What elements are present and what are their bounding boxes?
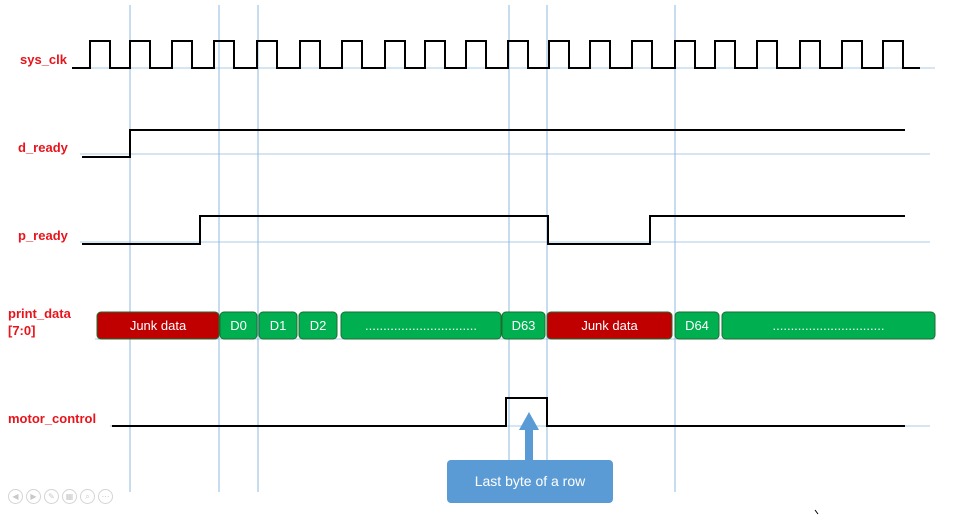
- slides-icon[interactable]: ▦: [62, 489, 77, 504]
- data-segment-label: Junk data: [581, 318, 638, 333]
- data-segment: [298, 311, 338, 340]
- pen-icon[interactable]: ✎: [44, 489, 59, 504]
- data-segment-label: Junk data: [130, 318, 187, 333]
- last-byte-callout: Last byte of a row: [447, 412, 613, 503]
- data-segment-label: D0: [230, 318, 247, 333]
- data-segment: [340, 311, 502, 340]
- data-segment: [501, 311, 546, 340]
- zoom-icon[interactable]: ⌕: [80, 489, 95, 504]
- data-segment-label: D2: [310, 318, 327, 333]
- next-icon[interactable]: ▶: [26, 489, 41, 504]
- data-segment: [258, 311, 298, 340]
- p-ready-waveform: [82, 215, 905, 245]
- label-sys-clk: sys_clk: [20, 52, 68, 67]
- data-segment-label: D64: [685, 318, 709, 333]
- data-segment: [219, 311, 258, 340]
- label-print-data: print_data: [8, 306, 72, 321]
- motor-control-waveform: [112, 397, 905, 427]
- print-data-bus: Junk data D0 D1 D2.........................…: [96, 311, 936, 340]
- vertical-guides: [129, 5, 676, 492]
- data-segment-label: ...............................: [773, 318, 885, 333]
- label-print-data-width: [7:0]: [8, 323, 35, 338]
- data-segment: [674, 311, 720, 340]
- data-segment-label: D1: [270, 318, 287, 333]
- callout-box: [447, 460, 613, 503]
- label-d-ready: d_ready: [18, 140, 69, 155]
- prev-icon[interactable]: ◀: [8, 489, 23, 504]
- label-p-ready: p_ready: [18, 228, 69, 243]
- data-segment: [96, 311, 220, 340]
- slideshow-nav: ◀ ▶ ✎ ▦ ⌕ ⋯: [8, 489, 113, 504]
- horizontal-baselines: [80, 67, 935, 427]
- data-segment: [721, 311, 936, 340]
- data-segment-label: ...............................: [365, 318, 477, 333]
- sys-clk-waveform: [72, 40, 920, 69]
- d-ready-waveform: [82, 129, 905, 158]
- callout-arrow-icon: [519, 412, 539, 460]
- more-icon[interactable]: ⋯: [98, 489, 113, 504]
- callout-label: Last byte of a row: [475, 473, 586, 489]
- data-segment: [546, 311, 673, 340]
- label-motor-control: motor_control: [8, 411, 96, 426]
- cursor-mark: [814, 509, 819, 515]
- data-segment-label: D63: [512, 318, 536, 333]
